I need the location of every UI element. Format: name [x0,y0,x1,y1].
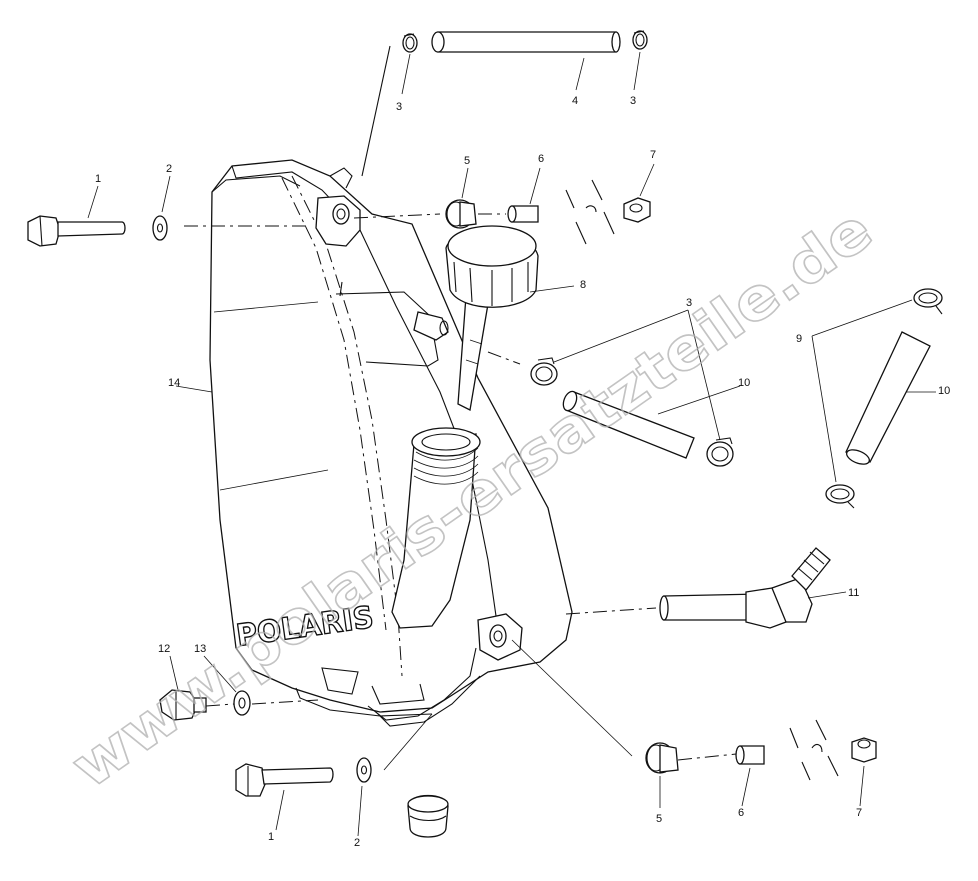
callout-13: 13 [194,643,206,655]
callout-6-top: 6 [538,153,544,165]
hose-part-10-right [845,331,931,465]
elbow-fitting-part-11 [659,547,831,629]
hose-part-10-middle [562,390,695,459]
callout-8: 8 [580,279,586,291]
filler-cap-dipstick-part-8 [445,225,539,411]
callout-14: 14 [168,377,180,389]
filler-neck [391,427,481,629]
spacer-part-6-bottom [735,745,765,765]
callout-11: 11 [848,587,859,599]
nut-part-7-top [623,197,651,223]
bolt-part-1-top [27,215,126,247]
drain-plug-part-12 [159,689,207,721]
washer-part-13 [233,690,251,716]
callout-5-top: 5 [464,155,470,167]
hose-clamp-part-3-mid-right [706,437,734,467]
callout-3-top-left: 3 [396,101,402,113]
oil-tank-part-14 [209,159,573,727]
rubber-grommet [407,794,449,838]
callout-1-top: 1 [95,173,101,185]
callout-10-middle: 10 [738,377,750,389]
grommet-part-5-top [445,199,477,229]
grommet-part-5-bottom [645,742,679,774]
callout-2-top: 2 [166,163,172,175]
callout-6-bottom: 6 [738,807,744,819]
callout-3-middle: 3 [686,297,692,309]
callout-1-bottom: 1 [268,831,274,843]
hose-clamp-part-9-top [913,288,943,315]
leader-lines [87,45,936,837]
callout-labels: 1 2 3 4 3 5 6 7 8 3 9 10 10 14 11 12 13 … [95,95,950,849]
hose-clamp-part-3-mid-left [530,357,558,386]
hose-clamp-part-3-top-left [402,33,418,53]
hose-part-4 [431,31,621,53]
spacer-part-6-top [507,205,539,223]
washer-part-2-bottom [356,757,372,783]
callout-12: 12 [158,643,170,655]
bolt-part-1-bottom [235,763,334,797]
hose-clamp-part-3-top-right [632,30,648,50]
callout-7-bottom: 7 [856,807,862,819]
callout-7-top: 7 [650,149,656,161]
callout-3-top-right: 3 [630,95,636,107]
washer-part-2-top [152,215,168,241]
hose-clamp-part-9-bottom [825,484,855,509]
callout-5-bottom: 5 [656,813,662,825]
nut-part-7-bottom [851,737,877,763]
callout-9: 9 [796,333,802,345]
callout-2-bottom: 2 [354,837,360,849]
callout-10-right: 10 [938,385,950,397]
callout-4: 4 [572,95,578,107]
